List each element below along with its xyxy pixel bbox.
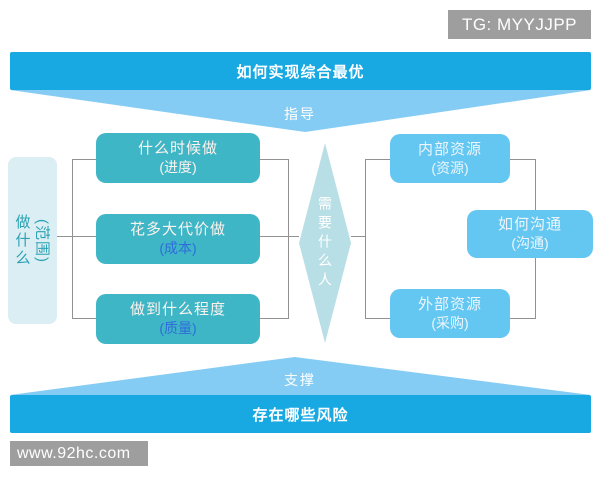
- people-diamond-label: 需要什么人: [317, 195, 333, 291]
- top-funnel-label: 指导: [284, 106, 316, 122]
- resource-box-external: 外部资源 (采购): [390, 289, 510, 338]
- process-box-quality: 做到什么程度 (质量): [96, 294, 260, 344]
- process-box-quality-main: 做到什么程度: [129, 301, 226, 318]
- tg-watermark-badge: TG: MYYJJPP: [448, 10, 591, 39]
- resource-box-internal-sub: (资源): [431, 159, 469, 176]
- scope-box: 做什么 (范围): [8, 157, 57, 324]
- resource-box-communication-sub: (沟通): [511, 235, 549, 251]
- resource-box-communication: 如何沟通 (沟通): [467, 210, 593, 258]
- tg-watermark-text: TG: MYYJJPP: [461, 14, 578, 34]
- process-box-quality-sub: (质量): [159, 320, 197, 336]
- resource-box-internal: 内部资源 (资源): [390, 134, 510, 183]
- connector-mid-spine: [288, 159, 289, 319]
- connector-left-stub-top: [72, 159, 96, 160]
- connector-left-spine: [72, 159, 73, 319]
- process-box-cost-main: 花多大代价做: [129, 221, 226, 238]
- connector-right-stub-bottom: [365, 318, 390, 319]
- process-box-schedule-sub: (进度): [159, 159, 197, 175]
- connector-scope-to-cost: [57, 236, 96, 237]
- resource-box-external-main: 外部资源: [417, 295, 482, 313]
- resource-box-communication-main: 如何沟通: [497, 216, 562, 233]
- process-box-schedule: 什么时候做 (进度): [96, 133, 260, 183]
- bottom-funnel-label: 支撑: [284, 372, 316, 388]
- process-box-schedule-main: 什么时候做: [137, 140, 218, 157]
- connector-diamond-to-right: [351, 236, 365, 237]
- process-box-cost: 花多大代价做 (成本): [96, 214, 260, 264]
- connector-right-stub-top: [365, 159, 390, 160]
- resource-box-internal-main: 内部资源: [417, 140, 482, 158]
- connector-far-stub-bottom: [510, 318, 536, 319]
- bottom-banner-label: 存在哪些风险: [252, 406, 349, 424]
- connector-left-stub-bottom: [72, 318, 96, 319]
- connector-right-spine: [365, 159, 366, 319]
- bottom-banner: 存在哪些风险: [10, 395, 591, 433]
- top-banner-label: 如何实现综合最优: [236, 63, 365, 81]
- connector-far-stub-top: [510, 159, 536, 160]
- connector-cost-to-diamond: [260, 236, 299, 237]
- connector-mid-stub-bottom: [260, 318, 288, 319]
- process-box-cost-sub: (成本): [159, 240, 197, 256]
- scope-box-sub: (范围): [33, 218, 51, 263]
- people-diamond: 需要什么人: [299, 143, 351, 343]
- connector-mid-stub-top: [260, 159, 288, 160]
- scope-box-main: 做什么: [13, 213, 31, 268]
- resource-box-external-sub: (采购): [431, 314, 469, 331]
- top-banner: 如何实现综合最优: [10, 52, 591, 90]
- site-watermark-badge: www.92hc.com: [10, 441, 148, 466]
- site-watermark-text: www.92hc.com: [17, 444, 131, 462]
